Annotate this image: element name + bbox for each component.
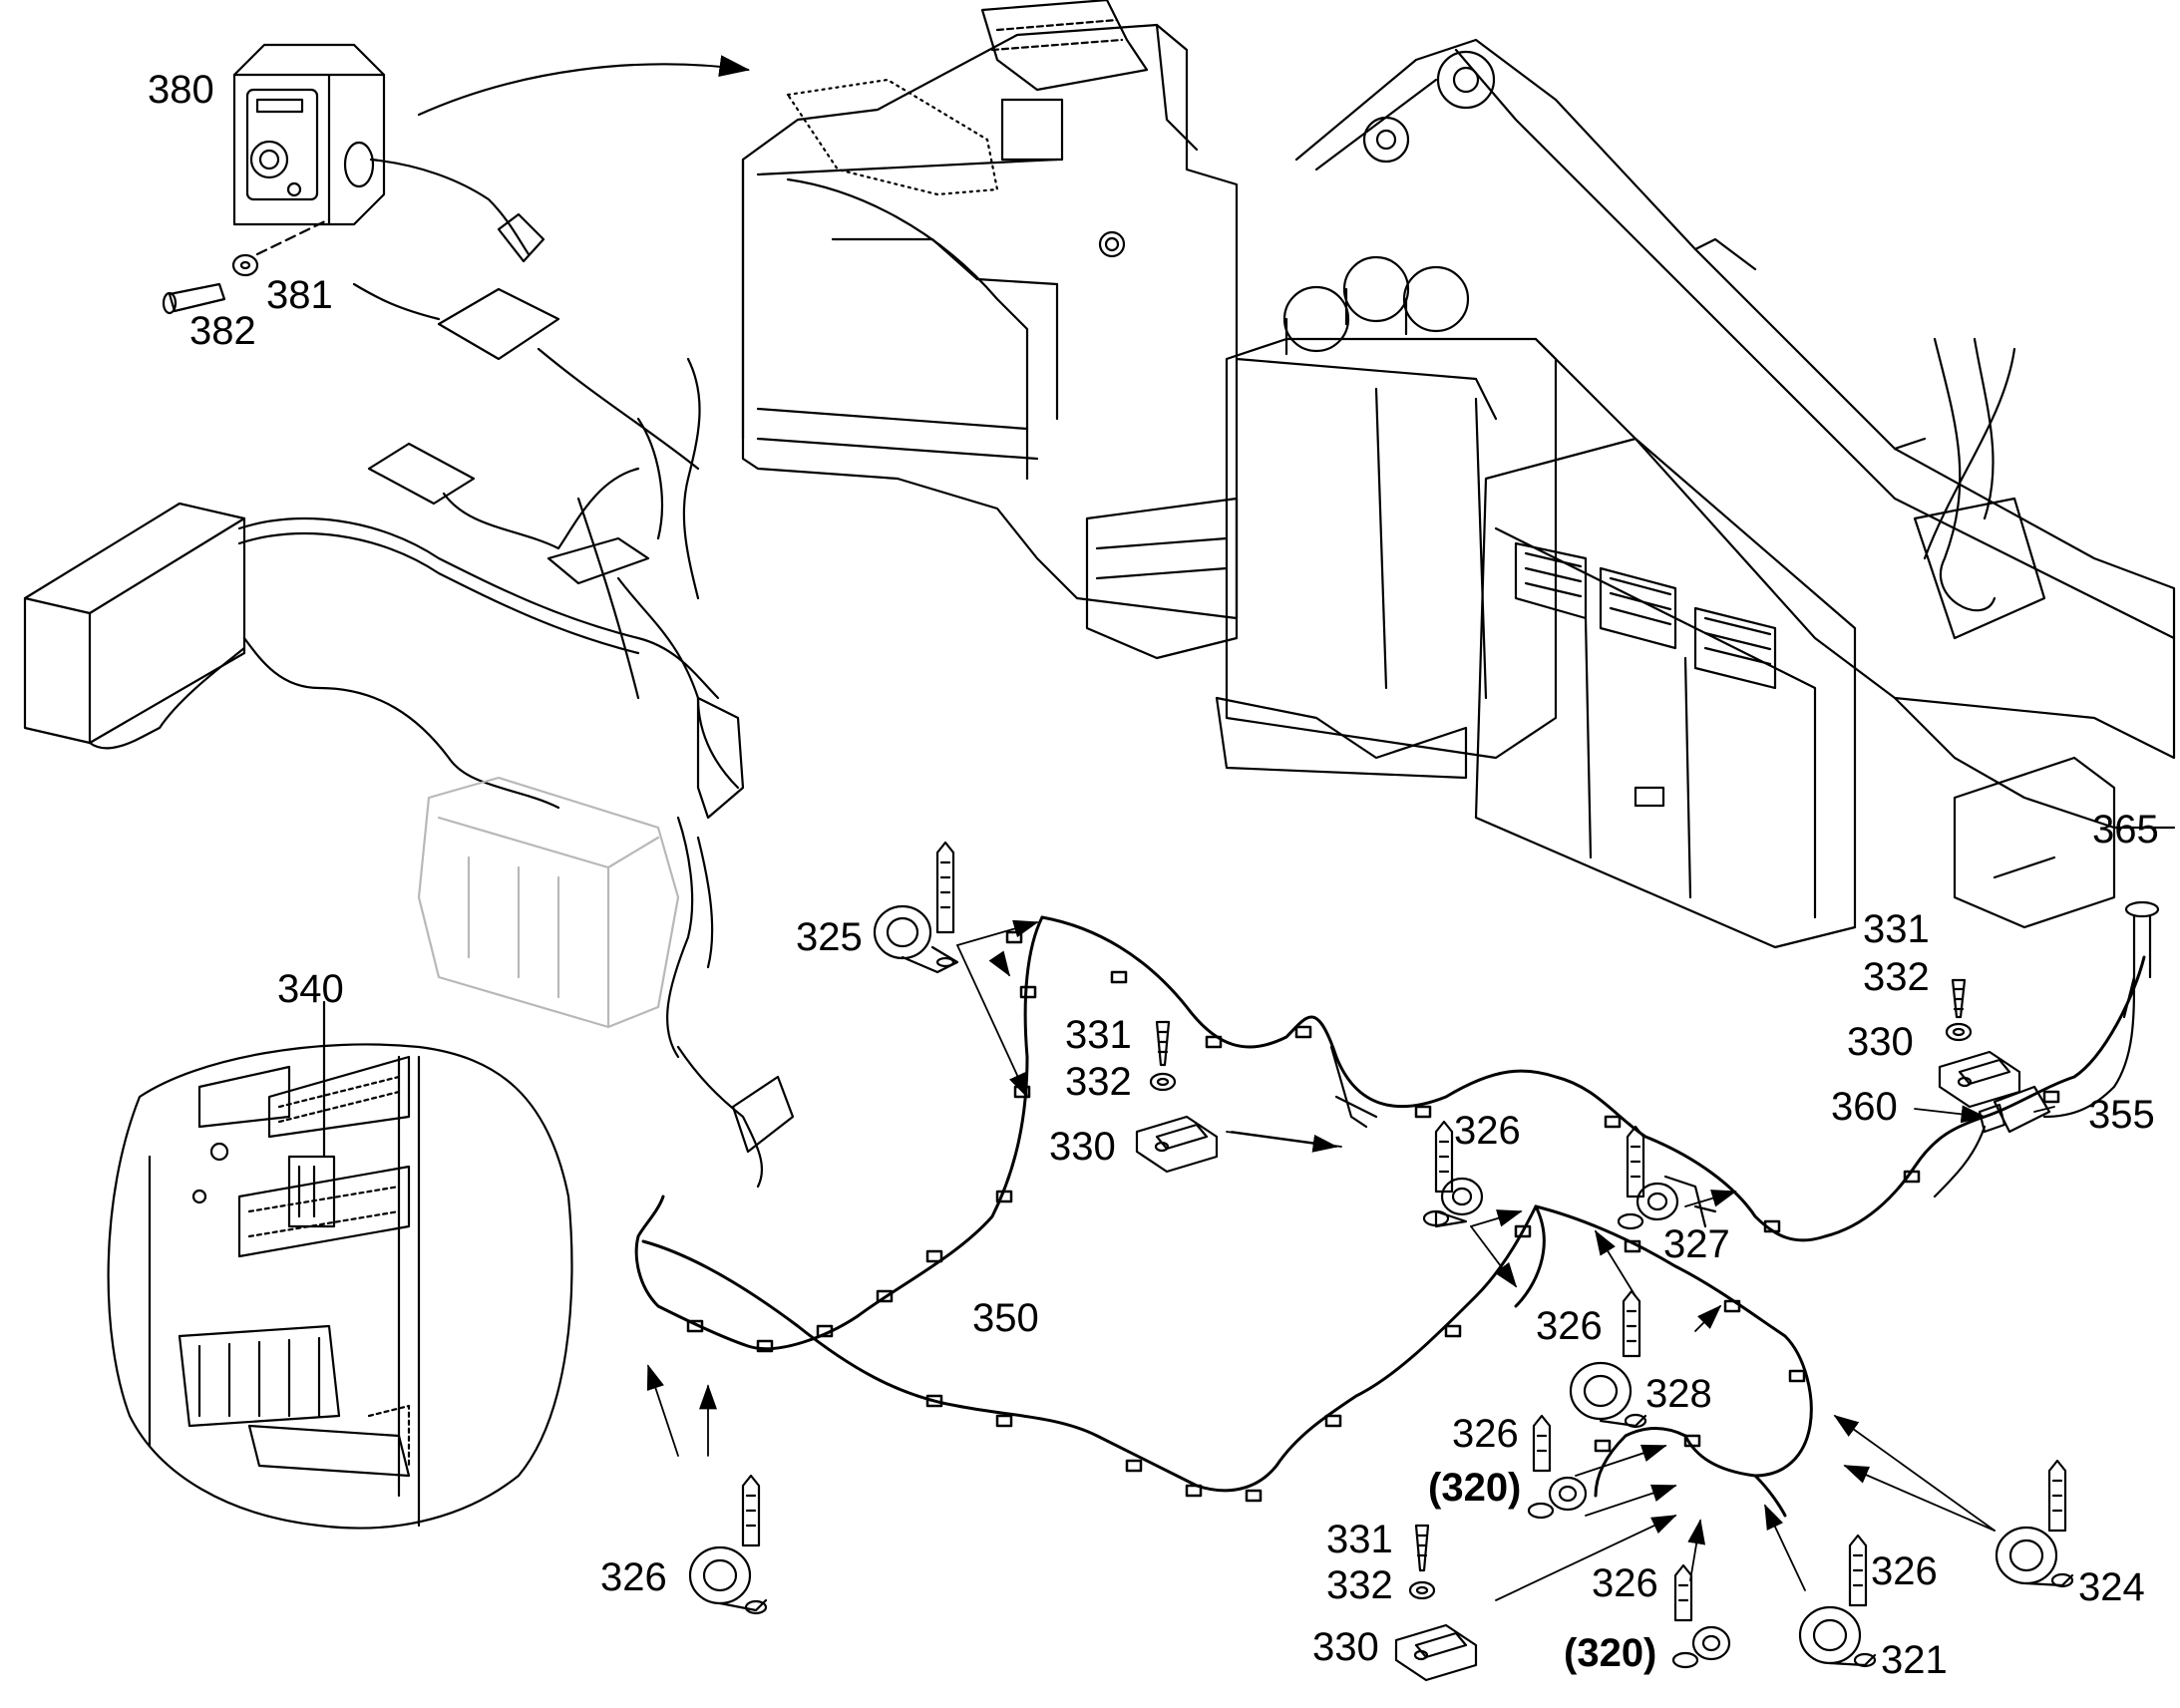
label-382: 382: [189, 309, 256, 353]
label-340: 340: [277, 967, 344, 1011]
machine-frame: [741, 0, 2176, 949]
label-320-b: (320): [1564, 1631, 1657, 1675]
label-332-a: 332: [1065, 1060, 1132, 1104]
label-321: 321: [1881, 1638, 1948, 1682]
control-box-380: [162, 43, 751, 471]
label-332-b: 332: [1326, 1563, 1393, 1607]
label-355: 355: [2088, 1093, 2155, 1137]
label-380: 380: [148, 68, 214, 112]
label-325: 325: [796, 915, 863, 959]
fastener-parts: [688, 841, 2074, 1682]
label-326-a: 326: [1454, 1109, 1521, 1153]
detail-circle-340: [107, 1000, 573, 1530]
label-326-b: 326: [1536, 1304, 1603, 1348]
label-324: 324: [2078, 1565, 2145, 1609]
label-326-d: 326: [600, 1555, 667, 1599]
label-326-e: 326: [1592, 1561, 1658, 1605]
label-330-b: 330: [1312, 1625, 1379, 1669]
label-381: 381: [266, 273, 333, 317]
label-332-c: 332: [1863, 955, 1930, 999]
label-327: 327: [1663, 1222, 1730, 1266]
label-330-c: 330: [1847, 1020, 1914, 1064]
label-326-c: 326: [1452, 1412, 1519, 1456]
label-360: 360: [1831, 1085, 1898, 1129]
main-harness-350: [634, 915, 2146, 1518]
label-331-a: 331: [1065, 1013, 1132, 1057]
label-330-a: 330: [1049, 1125, 1116, 1169]
leader-arrows: [646, 919, 2055, 1601]
label-328: 328: [1645, 1372, 1712, 1416]
label-365: 365: [2092, 808, 2159, 852]
left-wiring-harness: [23, 357, 795, 1189]
label-350: 350: [972, 1296, 1039, 1340]
label-326-f: 326: [1871, 1549, 1938, 1593]
label-331-c: 331: [1863, 907, 1930, 951]
sensor-assembly-365: [1933, 900, 2160, 1198]
label-320-a: (320): [1428, 1466, 1522, 1510]
label-331-b: 331: [1326, 1518, 1393, 1561]
